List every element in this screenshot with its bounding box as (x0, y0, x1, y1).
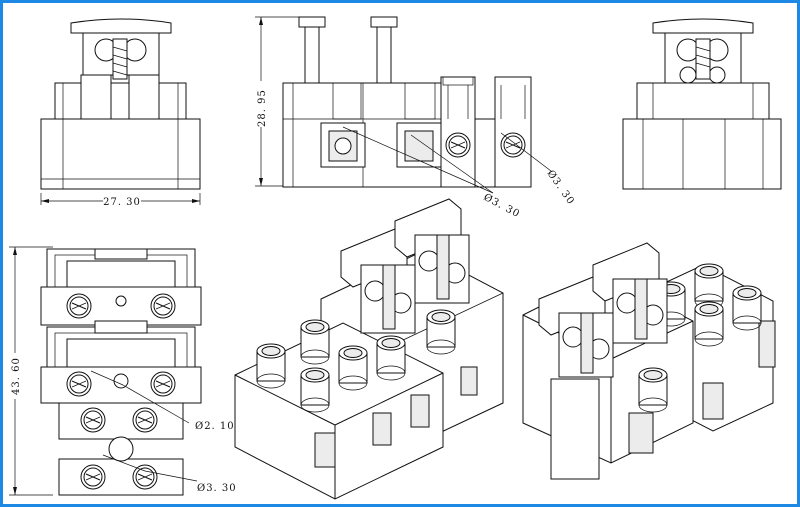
isometric-view-rear (522, 242, 776, 480)
technical-drawing: 27. 30 28. 95 (7, 16, 782, 500)
top-view: 43. 60 Ø2. 10 Ø3. 30 (7, 246, 237, 496)
side-view: 28. 95 Ø3. 30 Ø3. 30 (253, 16, 577, 220)
front-view: 27. 30 (40, 18, 201, 208)
isometric-view-front (234, 198, 504, 500)
width-dimension-label: 27. 30 (103, 197, 141, 208)
hole-diameter-label-1: Ø3. 30 (482, 192, 522, 220)
length-dimension-label: 43. 60 (11, 357, 22, 395)
small-hole-diameter-label: Ø2. 10 (195, 421, 235, 432)
height-dimension-label: 28. 95 (257, 89, 268, 127)
hole-diameter-label-3: Ø3. 30 (197, 483, 237, 494)
hole-diameter-label-2: Ø3. 30 (545, 168, 577, 207)
rear-view (622, 18, 782, 190)
